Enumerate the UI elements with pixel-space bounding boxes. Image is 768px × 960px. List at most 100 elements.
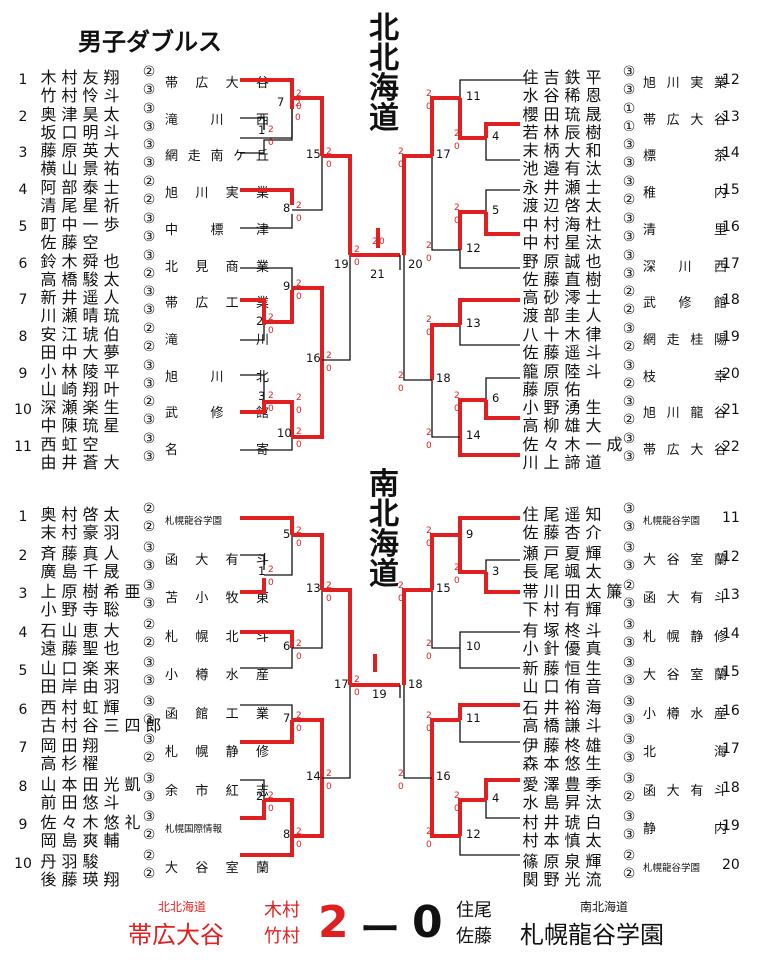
final-left-region: 北北海道 xyxy=(158,900,207,914)
pair-number: 14 xyxy=(722,625,740,642)
player-grade: ② xyxy=(622,192,636,209)
set-score: 2 xyxy=(398,581,404,591)
bracket-line xyxy=(240,374,265,400)
bracket-line xyxy=(292,156,323,211)
match-number: 15 xyxy=(436,581,451,595)
pair-number: 18 xyxy=(722,292,740,309)
bracket-line xyxy=(240,578,266,594)
player-grade: ② xyxy=(142,827,156,843)
bracket-line xyxy=(430,533,460,590)
team-name: 静内 xyxy=(643,822,727,837)
player-name: 渡部圭人 xyxy=(522,306,602,326)
match-number: 1 xyxy=(258,564,265,578)
player-name: 田中大夢 xyxy=(40,342,120,362)
match-number: 16 xyxy=(436,769,451,783)
set-score: 2 xyxy=(398,147,404,157)
bracket-line xyxy=(240,437,293,451)
bracket-line xyxy=(322,588,352,685)
set-score: 0 xyxy=(354,688,360,698)
match-number: 10 xyxy=(277,426,292,440)
player-name: 高砂澪士 xyxy=(522,288,602,308)
set-score: 2 xyxy=(426,711,432,721)
match-number: 11 xyxy=(466,89,481,103)
player-name: 中村海杜 xyxy=(522,214,602,234)
bracket-line xyxy=(240,188,294,205)
set-score: 2 xyxy=(268,791,274,801)
set-score: 0 xyxy=(426,840,432,850)
player-grade: ③ xyxy=(142,155,156,172)
player-grade: ② xyxy=(142,265,156,282)
match-number: 8 xyxy=(283,827,290,841)
player-grade: ② xyxy=(622,412,636,429)
player-name: 村井琥白 xyxy=(522,813,602,832)
set-score: 2 xyxy=(354,245,360,255)
match-number: 4 xyxy=(492,129,499,143)
player-name: 関野光流 xyxy=(522,869,602,889)
set-score: 2 xyxy=(268,391,274,401)
pair-number: 15 xyxy=(722,664,740,680)
set-score: 2 xyxy=(426,241,432,251)
set-score: 0 xyxy=(326,782,332,792)
match-number: 6 xyxy=(492,391,499,405)
set-score: 2 xyxy=(296,639,302,649)
player-name: 住尾遥知 xyxy=(522,505,602,524)
match-number: 16 xyxy=(306,351,321,365)
set-score: 2 xyxy=(326,769,332,779)
player-name: 長尾颯太 xyxy=(522,561,602,581)
player-grade: ③ xyxy=(622,431,636,447)
pair-number: 18 xyxy=(722,779,740,796)
player-name: 高橋駿太 xyxy=(40,269,120,289)
bracket-line xyxy=(292,590,323,649)
bracket-line xyxy=(240,554,265,570)
player-name: 山本田光凱 xyxy=(40,774,141,794)
set-score: 0 xyxy=(379,237,385,247)
player-name: 鈴木舜也 xyxy=(40,251,120,271)
player-grade: ③ xyxy=(622,711,636,728)
set-score: 2 xyxy=(295,99,301,109)
player-grade: ② xyxy=(622,338,636,355)
bracket-line xyxy=(322,685,351,779)
team-name: 武修館 xyxy=(643,296,727,312)
player-name: 小野寺聡 xyxy=(40,600,120,619)
player-name: 下村有輝 xyxy=(522,600,602,619)
bracket-line xyxy=(485,559,520,572)
team-name: 函大有斗 xyxy=(643,783,727,799)
bracket-line xyxy=(322,154,352,255)
set-score: 2 xyxy=(268,313,274,323)
team-name: 札幌国際情報 xyxy=(165,824,223,835)
set-score: 0 xyxy=(326,160,332,170)
player-name: 籠原陸斗 xyxy=(522,361,602,381)
player-grade: ③ xyxy=(142,431,156,447)
pair-number: 14 xyxy=(722,145,740,162)
player-grade: ③ xyxy=(622,673,636,689)
pair-number: 9 xyxy=(18,365,28,382)
set-score: 2 xyxy=(454,129,460,139)
team-name: 小樽水産 xyxy=(643,706,727,722)
team-name: 旭川実業 xyxy=(165,186,269,202)
player-grade: ③ xyxy=(622,265,636,282)
player-grade: ③ xyxy=(142,375,156,392)
set-score: 2 xyxy=(296,827,302,837)
player-grade: ② xyxy=(142,616,156,633)
player-name: 坂口明斗 xyxy=(40,122,120,142)
player-grade: ③ xyxy=(622,210,636,227)
bracket-line xyxy=(458,298,520,325)
pair-number: 20 xyxy=(722,365,740,382)
bracket-line xyxy=(403,255,432,381)
team-name: 網走桂陽 xyxy=(643,332,727,348)
team-name: 旭川実業 xyxy=(643,76,727,91)
set-score: 0 xyxy=(268,138,274,148)
bracket-line xyxy=(240,267,293,290)
bracket-line xyxy=(431,380,460,438)
pair-number: 3 xyxy=(18,586,28,602)
team-name: 北海 xyxy=(643,745,727,760)
set-score: 0 xyxy=(296,652,302,662)
player-name: 佐藤空 xyxy=(40,232,99,252)
set-score: 0 xyxy=(426,441,432,451)
set-score: 0 xyxy=(426,328,432,338)
pair-number: 7 xyxy=(18,740,28,756)
player-grade: ③ xyxy=(622,64,636,80)
player-name: 斉藤真人 xyxy=(40,543,120,563)
pair-number: 4 xyxy=(18,182,28,199)
set-score: 0 xyxy=(426,102,432,112)
